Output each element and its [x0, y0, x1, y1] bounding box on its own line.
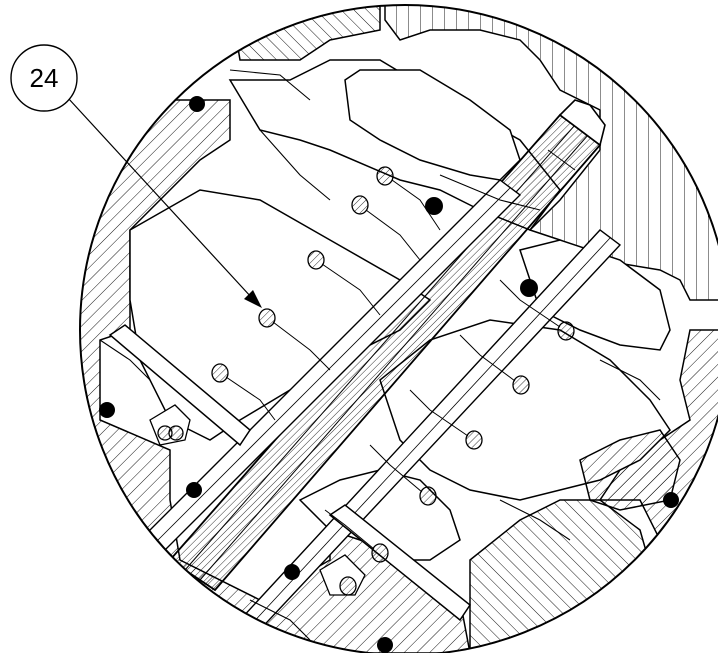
o-ring: [663, 492, 679, 508]
leader-arrowhead: [244, 290, 262, 308]
o-ring: [377, 637, 393, 653]
detail-circle-border: [79, 4, 718, 653]
spring-coil: [465, 430, 483, 450]
o-ring: [186, 482, 202, 498]
detail-lines: [99, 69, 661, 641]
flange-plate-left: [108, 324, 251, 447]
spring-coil: [351, 195, 369, 215]
spring-coil: [512, 375, 530, 395]
o-ring: [189, 96, 205, 112]
o-ring: [520, 279, 538, 297]
piston-block: [344, 69, 521, 181]
o-ring: [284, 564, 300, 580]
spring-coil: [371, 543, 389, 563]
o-ring: [425, 197, 443, 215]
spring-coil: [211, 363, 229, 383]
detail-view: [80, 5, 718, 653]
stem-sleeve: [138, 179, 622, 637]
callout-label: 24: [30, 63, 59, 93]
spring-coil: [307, 250, 325, 270]
spring-coils: [157, 166, 575, 596]
flange-plate-bottom: [328, 504, 472, 622]
lower-block: [469, 499, 661, 653]
valve-stem: [168, 99, 606, 592]
spring-coil: [557, 321, 575, 341]
o-ring: [99, 402, 115, 418]
spring-coil: [376, 166, 394, 186]
callout-24: 24: [10, 44, 262, 308]
spring-coil: [339, 576, 357, 596]
spring-coil: [168, 425, 184, 441]
callout-bubble: [10, 44, 78, 112]
o-ring-seals: [99, 96, 679, 653]
lower-guide-block: [579, 429, 681, 511]
spring-wire: [225, 179, 561, 550]
leader-line: [67, 97, 253, 299]
spring-coil: [258, 308, 276, 328]
spring-coil: [419, 486, 437, 506]
